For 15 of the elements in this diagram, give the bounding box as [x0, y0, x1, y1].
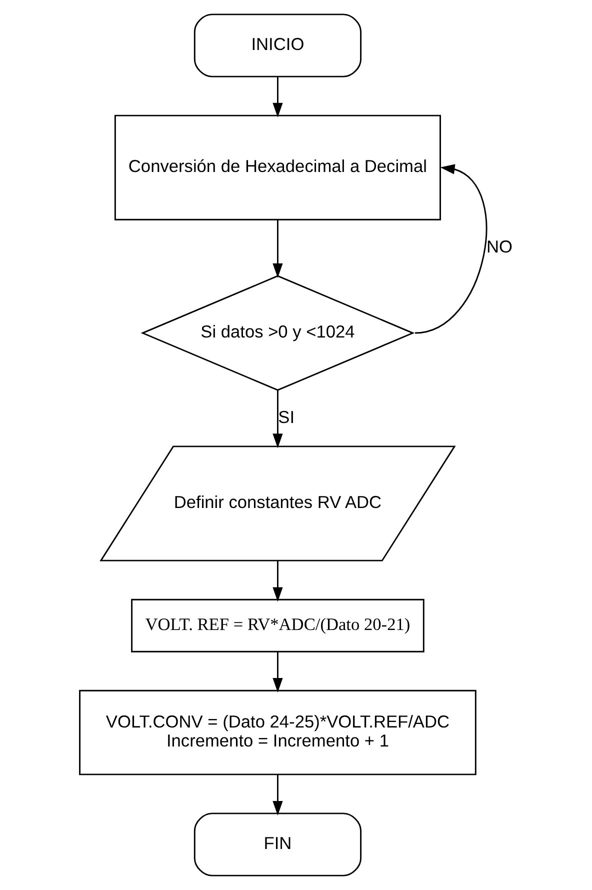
node-box: Conversión de Hexadecimal a Decimal [114, 114, 440, 220]
edge-label: NO [486, 236, 512, 256]
node-diamond: Si datos >0 y <1024 [140, 275, 414, 391]
arrow [272, 774, 282, 816]
arrow [272, 561, 282, 602]
node-box: VOLT. REF = RV*ADC/(Dato 20-21) [130, 598, 424, 652]
arrow [272, 77, 282, 118]
arrow [272, 652, 282, 693]
arrow [272, 390, 282, 448]
node-box: VOLT.CONV = (Dato 24-25)*VOLT.REF/ADC Incremento = Incremento + 1 [78, 690, 476, 776]
node-box: INICIO [193, 14, 362, 78]
node-box: FIN [193, 812, 362, 876]
arrow [272, 220, 282, 278]
edge-label: SI [278, 406, 294, 427]
arrow [414, 164, 486, 334]
